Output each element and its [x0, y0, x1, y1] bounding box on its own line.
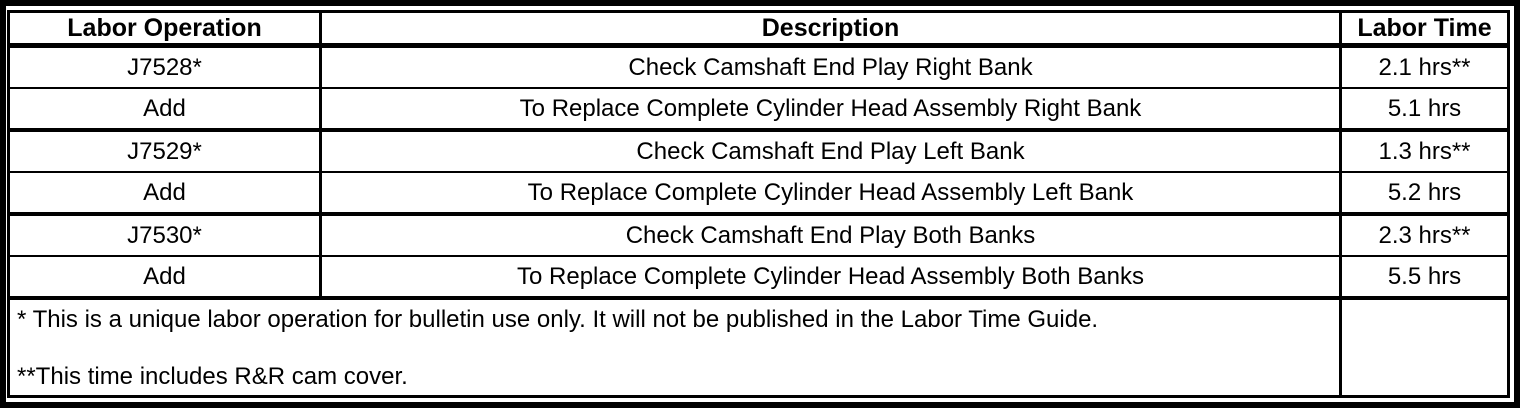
cell-labor-time: 5.5 hrs	[1339, 256, 1509, 300]
header-cell-description: Description	[319, 11, 1341, 48]
cell-description: Check Camshaft End Play Both Banks	[319, 214, 1341, 257]
header-row: Labor Operation Description Labor Time	[8, 11, 1509, 48]
cell-description: To Replace Complete Cylinder Head Assemb…	[319, 88, 1341, 132]
footnotes-cell: * This is a unique labor operation for b…	[8, 298, 1341, 397]
cell-labor-time: 2.1 hrs**	[1339, 45, 1509, 89]
table-row: Add To Replace Complete Cylinder Head As…	[8, 256, 1509, 300]
cell-description: Check Camshaft End Play Right Bank	[319, 45, 1341, 89]
table-row: J7530* Check Camshaft End Play Both Bank…	[8, 214, 1509, 257]
footnote-unique-operation: * This is a unique labor operation for b…	[17, 306, 1099, 333]
table-row: Add To Replace Complete Cylinder Head As…	[8, 172, 1509, 216]
header-cell-labor-operation: Labor Operation	[8, 11, 321, 48]
header-cell-labor-time: Labor Time	[1339, 11, 1509, 48]
cell-labor-operation: Add	[8, 88, 321, 132]
table-row: J7529* Check Camshaft End Play Left Bank…	[8, 130, 1509, 173]
table-row: Add To Replace Complete Cylinder Head As…	[8, 88, 1509, 132]
cell-labor-operation: J7529*	[8, 130, 321, 173]
cell-description: Check Camshaft End Play Left Bank	[319, 130, 1341, 173]
cell-labor-time: 2.3 hrs**	[1339, 214, 1509, 257]
empty-labor-time-cell	[1339, 298, 1509, 397]
cell-labor-operation: Add	[8, 172, 321, 216]
cell-labor-time: 1.3 hrs**	[1339, 130, 1509, 173]
labor-time-table: Labor Operation Description Labor Time J…	[7, 10, 1510, 398]
table-row: J7528* Check Camshaft End Play Right Ban…	[8, 45, 1509, 89]
cell-labor-time: 5.2 hrs	[1339, 172, 1509, 216]
cell-labor-operation: J7528*	[8, 45, 321, 89]
cell-labor-operation: J7530*	[8, 214, 321, 257]
cell-description: To Replace Complete Cylinder Head Assemb…	[319, 256, 1341, 300]
cell-description: To Replace Complete Cylinder Head Assemb…	[319, 172, 1341, 216]
footnote-time-includes: **This time includes R&R cam cover.	[17, 363, 408, 390]
cell-labor-time: 5.1 hrs	[1339, 88, 1509, 132]
cell-labor-operation: Add	[8, 256, 321, 300]
footnote-row: * This is a unique labor operation for b…	[8, 298, 1509, 397]
